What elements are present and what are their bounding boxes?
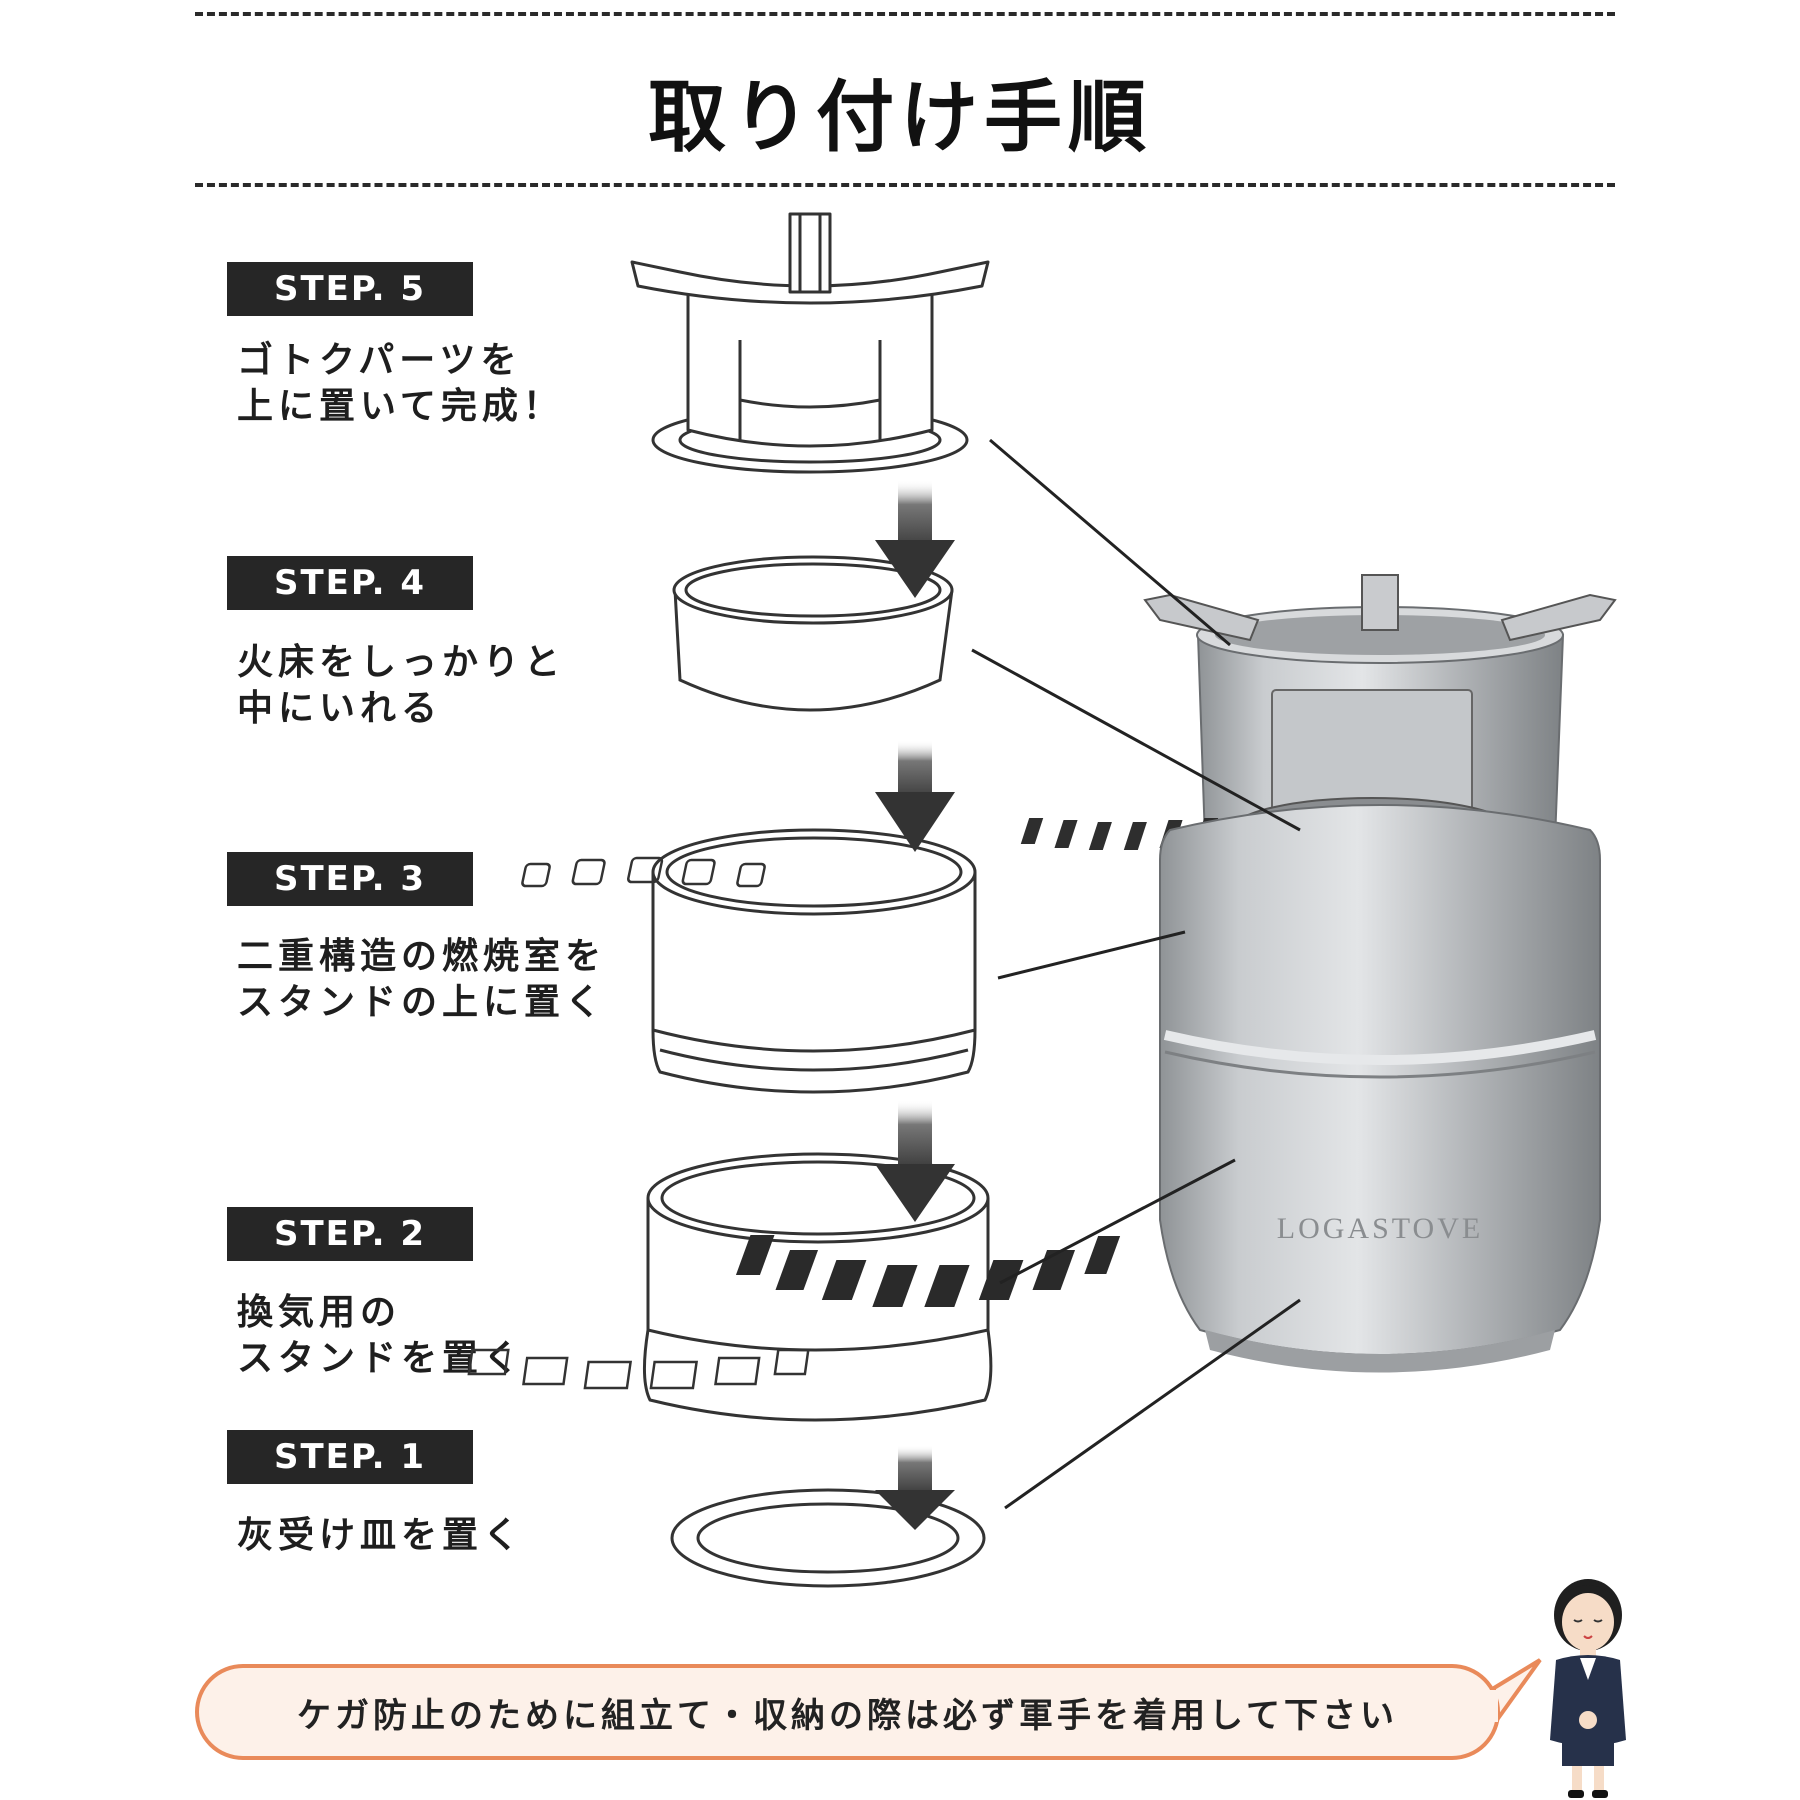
top-dashed-divider	[195, 12, 1615, 16]
safety-notice-bubble: ケガ防止のために組立て・収納の際は必ず軍手を着用して下さい	[195, 1664, 1500, 1760]
speech-bubble-tail	[1492, 1658, 1542, 1731]
assembled-stove-image: LOGASTOVE	[735, 574, 1617, 1373]
pot-support-part	[630, 212, 990, 474]
woman-illustration	[1550, 1579, 1626, 1798]
step-3-line-1: 二重構造の燃焼室を	[237, 936, 607, 977]
step-2-badge: STEP. 2	[227, 1207, 473, 1261]
step-2-description: 換気用の スタンドを置く	[237, 1290, 524, 1382]
stove-logo-text: LOGASTOVE	[1277, 1212, 1483, 1245]
ventilation-stand-part	[467, 1152, 993, 1422]
step-4-badge: STEP. 4	[227, 556, 473, 610]
title-dashed-divider	[195, 183, 1615, 187]
down-arrow-icon	[875, 1100, 955, 1222]
combustion-chamber-part	[521, 828, 977, 1094]
page-title: 取り付け手順	[647, 73, 1152, 163]
step-5-badge: STEP. 5	[227, 262, 473, 316]
step-1-badge: STEP. 1	[227, 1430, 473, 1484]
leader-lines	[971, 438, 1301, 1510]
step-3-line-2: スタンドの上に置く	[237, 982, 607, 1023]
down-arrows	[875, 480, 955, 1530]
step-5-line-2: 上に置いて完成！	[237, 386, 564, 427]
step-4-description: 火床をしっかりと 中にいれる	[237, 640, 565, 732]
fire-bed-part	[672, 555, 954, 712]
step-5-line-1: ゴトクパーツを	[237, 340, 522, 381]
step-1-description: 灰受け皿を置く	[237, 1513, 524, 1559]
step-1-line-1: 灰受け皿を置く	[237, 1515, 525, 1556]
step-3-description: 二重構造の燃焼室を スタンドの上に置く	[237, 934, 606, 1026]
step-4-line-2: 中にいれる	[237, 688, 443, 729]
down-arrow-icon	[875, 740, 955, 852]
step-2-line-1: 換気用の	[237, 1292, 402, 1333]
down-arrow-icon	[875, 480, 955, 598]
down-arrow-icon	[875, 1445, 955, 1530]
step-3-badge: STEP. 3	[227, 852, 473, 906]
step-4-line-1: 火床をしっかりと	[237, 642, 566, 683]
step-5-description: ゴトクパーツを 上に置いて完成！	[237, 338, 564, 430]
